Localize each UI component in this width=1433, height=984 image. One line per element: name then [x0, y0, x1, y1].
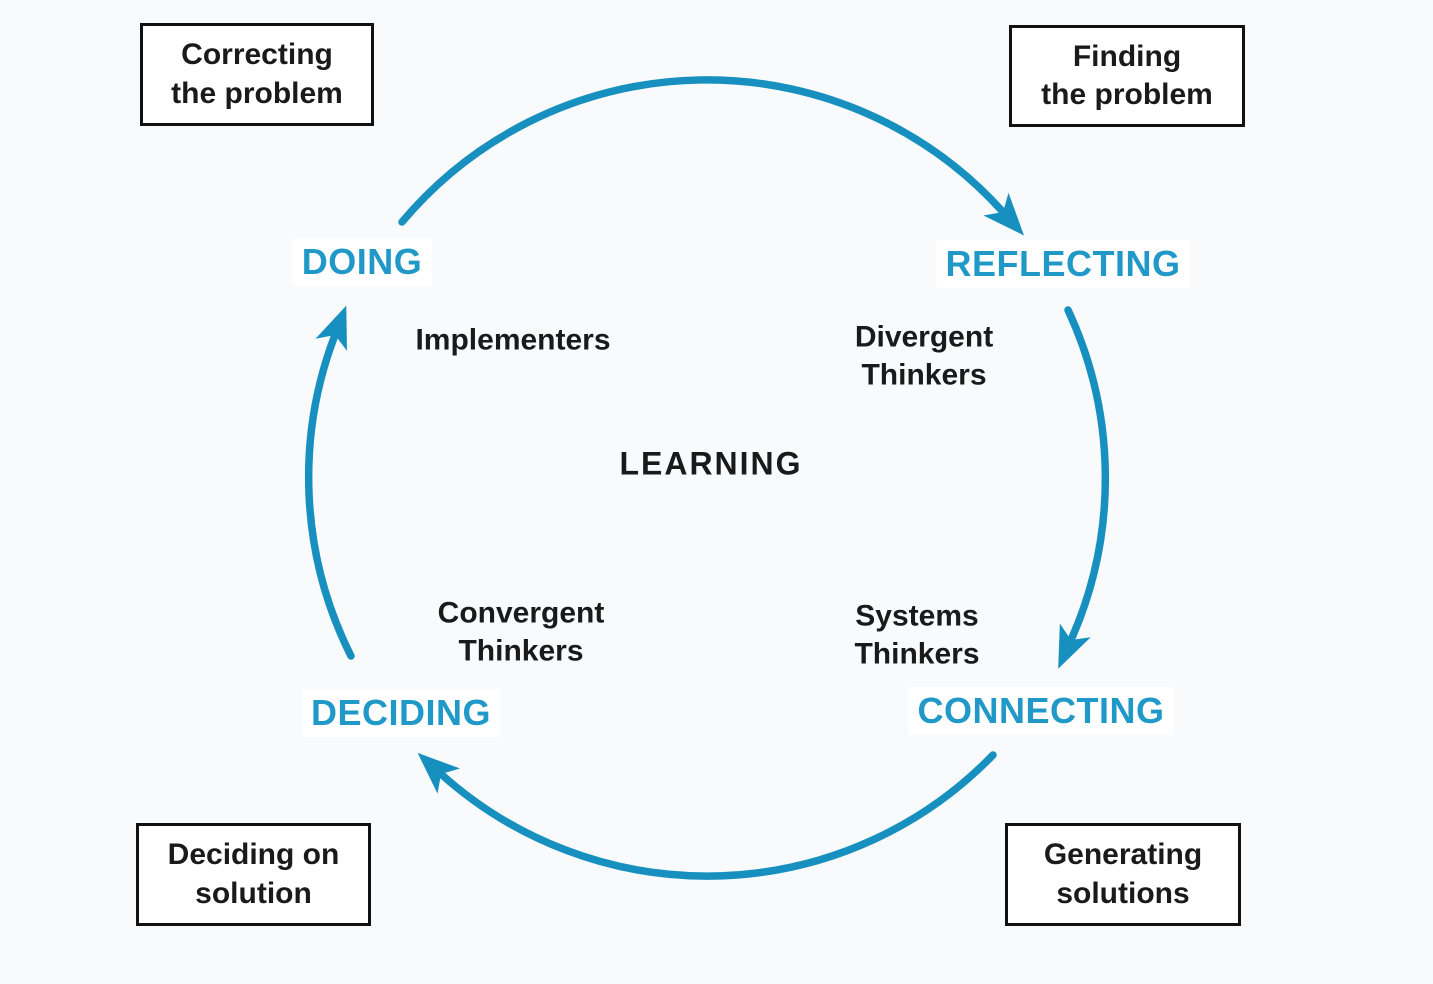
thinker-label-convergent-thinkers: Convergent Thinkers: [438, 595, 605, 670]
callout-deciding-on-solution: Deciding on solution: [136, 823, 371, 926]
thinker-line: Thinkers: [854, 637, 980, 670]
callout-generating-solutions: Generating solutions: [1005, 823, 1241, 926]
thinker-label-divergent-thinkers: Divergent Thinkers: [855, 319, 993, 394]
callout-line: the problem: [1041, 78, 1213, 111]
callout-finding-the-problem: Finding the problem: [1009, 25, 1245, 127]
callout-line: solution: [195, 876, 312, 910]
callout-line: Finding: [1072, 39, 1182, 73]
stage-label-connecting: CONNECTING: [908, 687, 1174, 735]
thinker-line: Divergent: [854, 320, 994, 354]
arc-connecting-to-deciding: [417, 751, 997, 880]
center-title-learning: LEARNING: [619, 445, 803, 482]
arc-deciding-to-doing: [304, 305, 355, 660]
thinker-line: Convergent: [437, 596, 605, 630]
thinker-label-systems-thinkers: Systems Thinkers: [854, 598, 979, 673]
arc-reflecting-to-connecting: [1058, 306, 1110, 669]
arc-doing-to-reflecting: [398, 76, 1025, 236]
callout-correcting-the-problem: Correcting the problem: [140, 23, 374, 126]
thinker-line: Implementers: [415, 323, 611, 357]
thinker-line: Systems: [855, 599, 979, 633]
callout-line: Correcting: [181, 38, 333, 72]
callout-line: solutions: [1056, 876, 1190, 910]
thinker-line: Thinkers: [458, 634, 584, 667]
stage-label-doing: DOING: [292, 238, 432, 286]
stage-label-reflecting: REFLECTING: [936, 240, 1190, 288]
callout-line: Generating: [1043, 838, 1203, 872]
thinker-line: Thinkers: [861, 358, 987, 391]
callout-line: the problem: [171, 76, 343, 110]
stage-label-deciding: DECIDING: [301, 689, 501, 737]
callout-line: Deciding on: [167, 838, 340, 872]
thinker-label-implementers: Implementers: [415, 321, 610, 359]
